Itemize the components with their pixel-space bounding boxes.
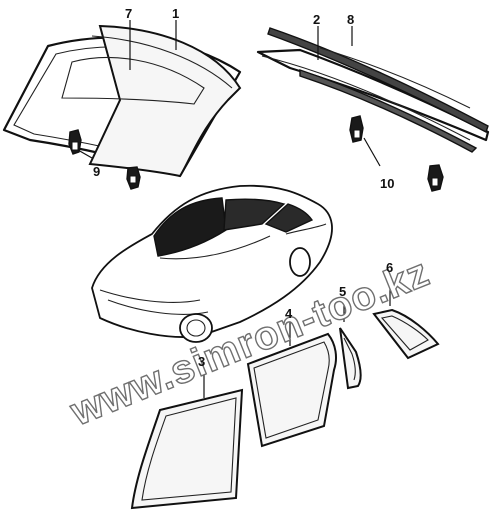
clip-parts — [68, 129, 141, 190]
car-illustration — [91, 184, 333, 343]
clip-parts-rear — [349, 115, 444, 192]
label-part-6: 6 — [386, 260, 393, 275]
label-part-5: 5 — [339, 284, 346, 299]
label-part-9: 9 — [93, 164, 100, 179]
front-door-glass — [130, 388, 244, 510]
windshield-glass — [61, 24, 242, 178]
label-part-7: 7 — [125, 6, 132, 21]
label-part-1: 1 — [172, 6, 179, 21]
leader-lines — [77, 20, 391, 398]
label-part-10: 10 — [380, 176, 394, 191]
rear-glass-strips — [256, 27, 490, 153]
rear-quarter-glass — [372, 308, 440, 360]
label-part-3: 3 — [198, 354, 205, 369]
label-part-4: 4 — [285, 306, 293, 321]
label-part-2: 2 — [313, 12, 320, 27]
quarter-glass — [339, 327, 362, 390]
label-part-8: 8 — [347, 12, 354, 27]
rear-door-glass — [246, 332, 337, 448]
